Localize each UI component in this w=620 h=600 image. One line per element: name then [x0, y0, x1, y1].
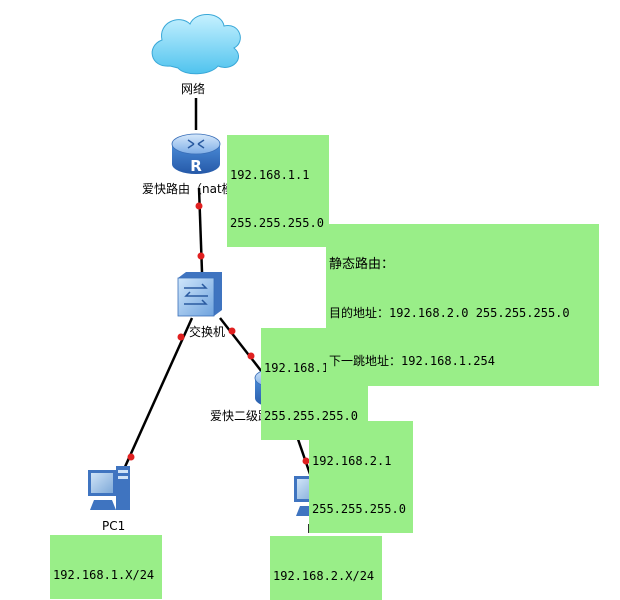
link-switch-second-router	[219, 317, 263, 373]
port-dot	[247, 352, 255, 360]
link-switch-pc1	[118, 317, 194, 479]
port-dot	[177, 333, 185, 341]
static-route-box: 静态路由： 目的地址：192.168.2.0 255.255.255.0 下一跳…	[326, 224, 599, 386]
static-route-next-hop: 下一跳地址：192.168.1.254	[329, 354, 495, 368]
port-dot	[197, 252, 205, 260]
ip-address: 192.168.2.1	[312, 454, 392, 468]
port-dot	[127, 453, 135, 461]
subnet-mask: 255.255.255.0	[312, 502, 406, 516]
router-icon: R	[171, 133, 221, 175]
cloud-icon	[151, 14, 241, 75]
static-route-destination: 目的地址：192.168.2.0 255.255.255.0	[329, 306, 570, 320]
pc-icon	[88, 466, 130, 510]
subnet-mask: 255.255.255.0	[264, 409, 358, 423]
port-dot	[302, 457, 310, 465]
pc2-subnet-box: 192.168.2.X/24	[270, 536, 382, 600]
static-route-title: 静态路由：	[329, 257, 395, 272]
ip-address: 192.168.1.1	[230, 168, 310, 182]
main-router-ip-box: 192.168.1.1 255.255.255.0	[227, 135, 329, 247]
port-dot	[195, 202, 203, 210]
switch-label: 交换机	[189, 325, 226, 339]
pc1-subnet-box: 192.168.1.X/24	[50, 535, 162, 599]
second-router-downlink-box: 192.168.2.1 255.255.255.0	[309, 421, 413, 533]
svg-text:R: R	[190, 157, 202, 175]
pc1-label: PC1	[102, 519, 126, 533]
subnet: 192.168.1.X/24	[53, 568, 155, 582]
internet-label: 网络	[181, 82, 206, 96]
subnet: 192.168.2.X/24	[273, 569, 375, 583]
subnet-mask: 255.255.255.0	[230, 216, 324, 230]
port-dot	[228, 327, 236, 335]
switch-icon	[177, 272, 222, 317]
